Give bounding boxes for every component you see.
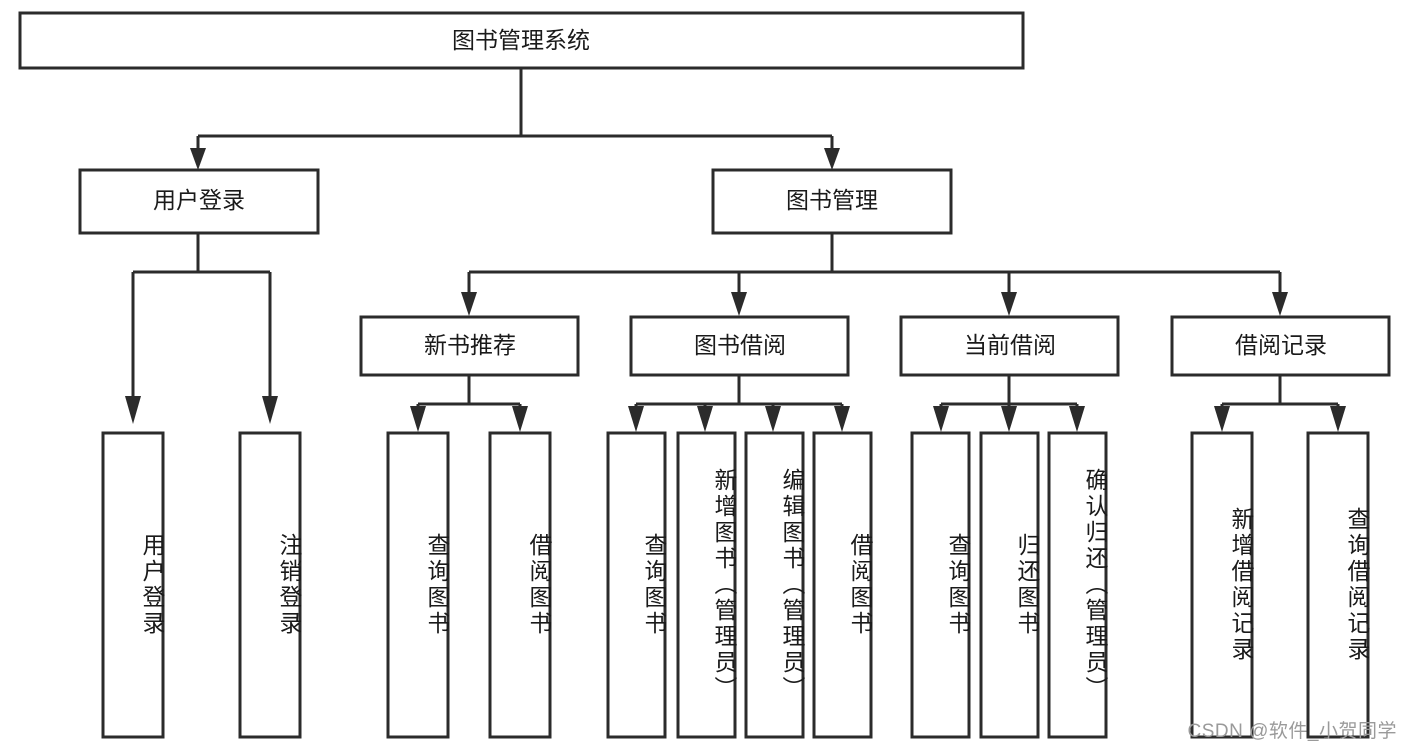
node-borrow-record-box[interactable] <box>1170 315 1391 377</box>
leaf-logout-label: 注销登录 <box>276 533 302 637</box>
leaf-edit-book-box[interactable] <box>744 431 805 739</box>
leaf-add-book-label: 新增图书（管理员） <box>711 468 737 702</box>
arrowhead-leaf-query-book-3 <box>933 406 949 432</box>
arrowhead-leaf-borrow-book-2 <box>834 406 850 432</box>
leaf-query-book-2-box[interactable] <box>606 431 667 739</box>
node-book-manage-box[interactable] <box>711 168 953 235</box>
leaf-add-book[interactable]: 新增图书（管理员） <box>676 431 737 739</box>
leaf-query-book-3[interactable]: 查询图书 <box>910 431 971 739</box>
leaf-add-book-box[interactable] <box>676 431 737 739</box>
leaf-query-record-box[interactable] <box>1306 431 1370 739</box>
leaf-confirm-return-label: 确认归还（管理员） <box>1082 468 1108 702</box>
node-user-login-box[interactable] <box>78 168 320 235</box>
leaf-add-record-box[interactable] <box>1190 431 1254 739</box>
arrowhead-leaf-query-book-1 <box>410 406 426 432</box>
leaf-query-book-1[interactable]: 查询图书 <box>386 431 450 739</box>
leaf-logout-box[interactable] <box>238 431 302 739</box>
arrowhead-leaf-add-record <box>1214 406 1230 432</box>
leaf-confirm-return[interactable]: 确认归还（管理员） <box>1047 431 1108 739</box>
leaf-user-login-box[interactable] <box>101 431 165 739</box>
leaf-logout[interactable]: 注销登录 <box>238 431 302 739</box>
arrowhead-current-borrow <box>1001 292 1017 316</box>
leaf-query-book-1-box[interactable] <box>386 431 450 739</box>
arrowhead-leaf-user-login <box>125 396 141 424</box>
arrowhead-leaf-confirm-return <box>1069 406 1085 432</box>
leaf-user-login[interactable]: 用户登录 <box>101 431 165 739</box>
leaf-query-book-2-label: 查询图书 <box>641 533 667 637</box>
leaf-edit-book[interactable]: 编辑图书（管理员） <box>744 431 805 739</box>
leaf-edit-book-label: 编辑图书（管理员） <box>779 468 805 702</box>
leaf-query-book-3-label: 查询图书 <box>945 533 971 637</box>
leaf-query-record[interactable]: 查询借阅记录 <box>1306 431 1370 739</box>
arrowhead-book-borrow <box>731 292 747 316</box>
arrowhead-leaf-query-book-2 <box>628 406 644 432</box>
leaf-borrow-book-1[interactable]: 借阅图书 <box>488 431 552 739</box>
node-root[interactable]: 图书管理系统 <box>18 11 1025 70</box>
arrowhead-leaf-logout <box>262 396 278 424</box>
node-book-borrow[interactable]: 图书借阅 <box>629 315 850 377</box>
node-user-login[interactable]: 用户登录 <box>78 168 320 235</box>
arrowhead-leaf-query-record <box>1330 406 1346 432</box>
leaf-borrow-book-1-box[interactable] <box>488 431 552 739</box>
node-book-borrow-box[interactable] <box>629 315 850 377</box>
node-current-borrow[interactable]: 当前借阅 <box>899 315 1120 377</box>
node-borrow-record-label: 借阅记录 <box>1235 332 1327 358</box>
leaf-return-book-box[interactable] <box>979 431 1040 739</box>
node-user-login-label: 用户登录 <box>153 187 245 213</box>
leaf-query-book-3-box[interactable] <box>910 431 971 739</box>
leaf-query-book-1-label: 查询图书 <box>424 533 450 637</box>
leaf-add-record[interactable]: 新增借阅记录 <box>1190 431 1254 739</box>
leaf-borrow-book-2-label: 借阅图书 <box>847 533 873 637</box>
leaf-borrow-book-2-box[interactable] <box>812 431 873 739</box>
node-book-manage-label: 图书管理 <box>786 187 878 213</box>
arrowhead-leaf-edit-book <box>765 406 781 432</box>
node-new-book-recommend-box[interactable] <box>359 315 580 377</box>
leaf-confirm-return-box[interactable] <box>1047 431 1108 739</box>
node-new-book-recommend[interactable]: 新书推荐 <box>359 315 580 377</box>
node-root-label: 图书管理系统 <box>452 27 590 53</box>
arrowhead-book-manage <box>824 148 840 170</box>
leaf-borrow-book-2[interactable]: 借阅图书 <box>812 431 873 739</box>
arrowhead-new-book-recommend <box>461 292 477 316</box>
leaf-add-record-label: 新增借阅记录 <box>1228 507 1254 663</box>
leaf-return-book[interactable]: 归还图书 <box>979 431 1040 739</box>
arrowhead-leaf-add-book <box>697 406 713 432</box>
node-current-borrow-label: 当前借阅 <box>964 332 1056 358</box>
arrowhead-user-login <box>190 148 206 170</box>
connector-layer <box>125 68 1346 432</box>
leaf-return-book-label: 归还图书 <box>1014 533 1040 637</box>
leaf-borrow-book-1-label: 借阅图书 <box>526 533 552 637</box>
node-borrow-record[interactable]: 借阅记录 <box>1170 315 1391 377</box>
node-root-box[interactable] <box>18 11 1025 70</box>
node-book-borrow-label: 图书借阅 <box>694 332 786 358</box>
node-book-manage[interactable]: 图书管理 <box>711 168 953 235</box>
leaf-query-record-label: 查询借阅记录 <box>1344 507 1370 663</box>
arrowhead-leaf-return-book <box>1001 406 1017 432</box>
node-new-book-recommend-label: 新书推荐 <box>424 332 516 358</box>
node-current-borrow-box[interactable] <box>899 315 1120 377</box>
leaf-query-book-2[interactable]: 查询图书 <box>606 431 667 739</box>
arrowhead-leaf-borrow-book-1 <box>512 406 528 432</box>
arrowhead-borrow-record <box>1272 292 1288 316</box>
leaf-user-login-label: 用户登录 <box>139 533 165 637</box>
